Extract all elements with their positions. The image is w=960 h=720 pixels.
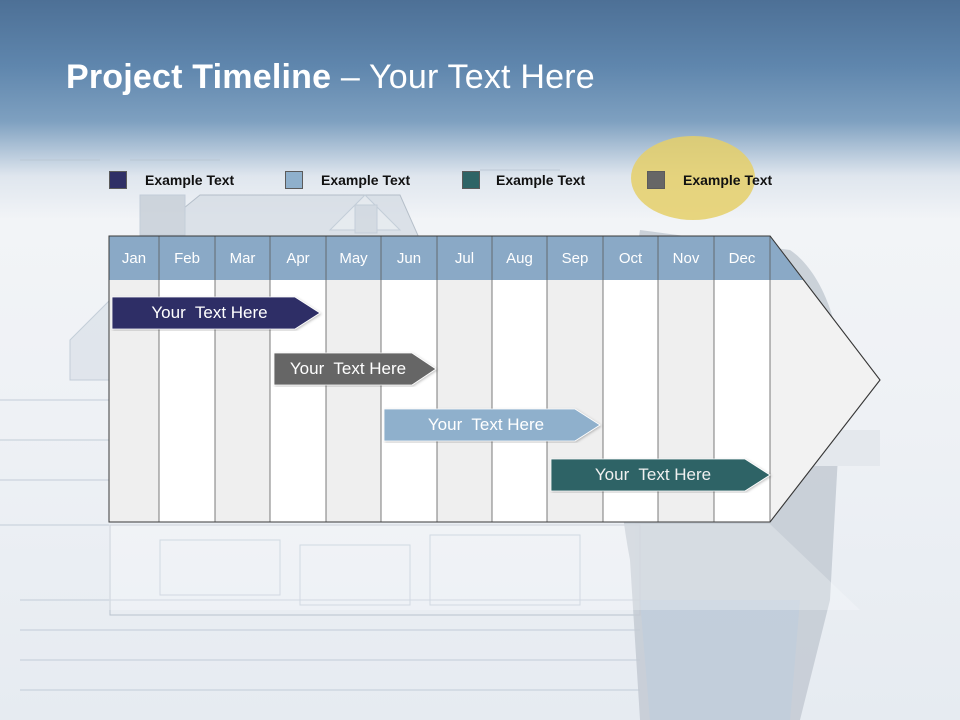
task-bar-label: Your Text Here <box>384 409 588 441</box>
legend-swatch <box>285 171 303 189</box>
legend-swatch <box>109 171 127 189</box>
task-bar-text: Your Text Here <box>427 415 545 434</box>
task-bar-label: Your Text Here <box>274 353 422 385</box>
legend-item: Example Text <box>285 170 410 190</box>
task-bar-text: Your Text Here <box>289 359 407 378</box>
month-label-oct: Oct <box>618 250 643 267</box>
month-header-band <box>109 236 803 280</box>
task-bar-shape <box>383 408 601 442</box>
month-label-aug: Aug <box>506 250 533 267</box>
month-label-feb: Feb <box>174 250 200 267</box>
legend-label: Example Text <box>145 172 235 188</box>
task-bar-shape <box>273 352 437 386</box>
title-bold: Project Timeline <box>66 58 332 96</box>
legend-item: Example Text <box>109 170 234 190</box>
month-label-may: May <box>339 250 368 267</box>
month-label-sep: Sep <box>561 250 589 267</box>
month-column-feb <box>159 236 215 522</box>
legend-item: Example Text <box>462 170 585 190</box>
page-title: Project Timeline – Your Text Here <box>66 58 595 97</box>
month-label-apr: Apr <box>286 250 310 267</box>
month-label-dec: Dec <box>728 250 756 267</box>
task-bar-label: Your Text Here <box>112 297 307 329</box>
task-bar-shape <box>111 296 321 330</box>
legend-label: Example Text <box>496 172 586 188</box>
legend-item: Example Text <box>647 170 772 190</box>
month-label-jun: Jun <box>396 250 422 267</box>
month-column-mar <box>215 236 270 522</box>
task-bar-text: Your Text Here <box>151 303 268 322</box>
legend-label: Example Text <box>321 172 411 188</box>
month-label-jan: Jan <box>121 250 147 267</box>
task-bar-label: Your Text Here <box>551 459 755 491</box>
month-label-jul: Jul <box>454 250 475 267</box>
legend-label: Example Text <box>683 172 773 188</box>
header-background <box>0 0 960 220</box>
month-column-jan <box>109 236 159 522</box>
legend-swatch <box>462 171 480 189</box>
task-bar-shape <box>550 458 771 492</box>
title-rest: – Your Text Here <box>331 58 595 96</box>
legend-swatch <box>647 171 665 189</box>
month-label-nov: Nov <box>672 250 700 267</box>
task-bar-text: Your Text Here <box>594 465 712 484</box>
month-column-aug <box>492 236 547 522</box>
month-column-jul <box>437 236 492 522</box>
month-label-mar: Mar <box>229 250 256 267</box>
